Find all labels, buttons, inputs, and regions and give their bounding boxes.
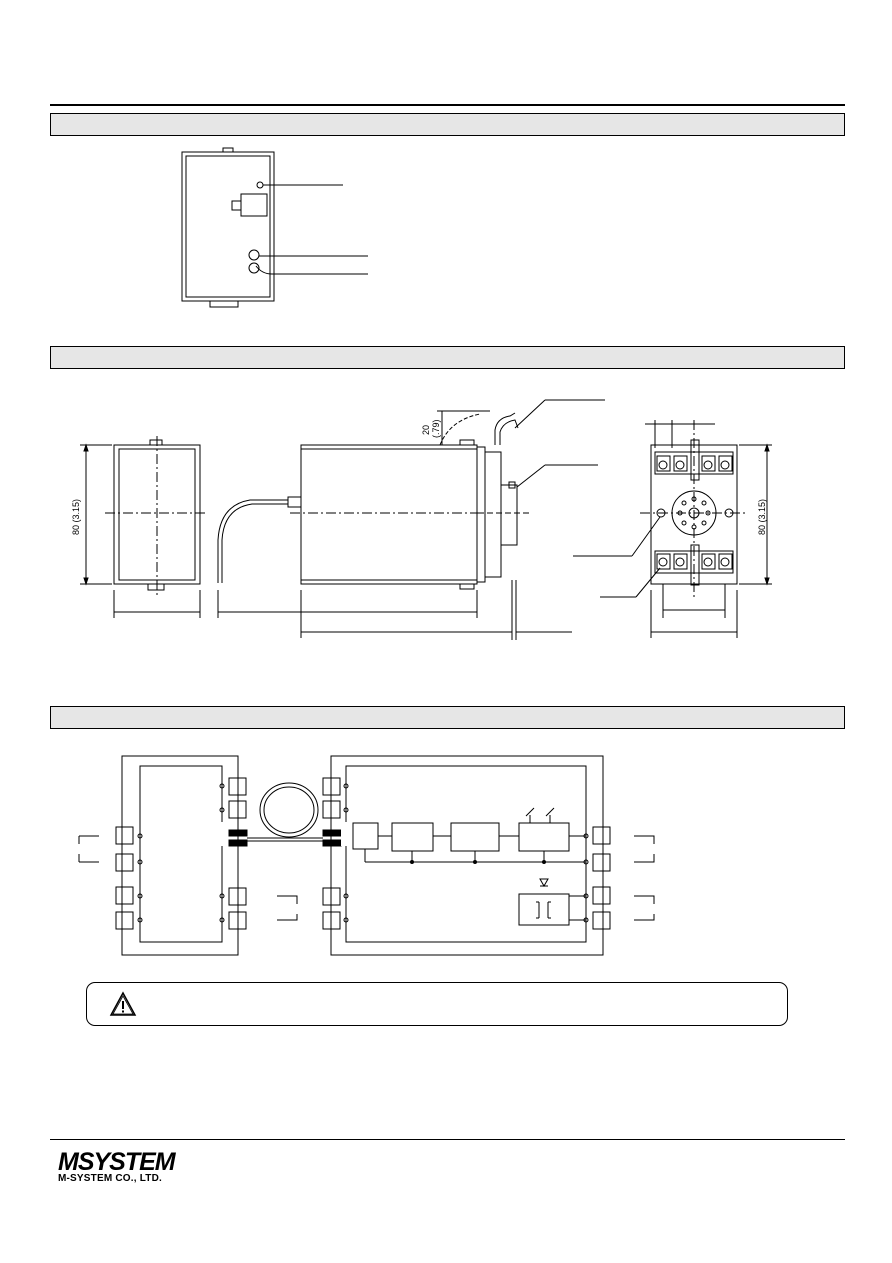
bottom-rule xyxy=(50,1139,845,1140)
m-system-logo: MSYSTEM xyxy=(58,1148,178,1176)
front-view-drawing xyxy=(181,147,368,308)
section-bar-block-diagram xyxy=(50,706,845,729)
block-diagram xyxy=(78,755,655,956)
left-terminals xyxy=(115,777,247,930)
dimension-drawing xyxy=(80,399,772,640)
clearance-dimension-mm: 20 xyxy=(421,425,431,435)
socket-terminals xyxy=(656,455,733,570)
section-bar-dimensions xyxy=(50,346,845,369)
warning-triangle-icon xyxy=(109,991,137,1016)
section-bar-front-view xyxy=(50,113,845,136)
height-dimension-left: 80 (3.15) xyxy=(71,499,81,535)
caution-box xyxy=(86,982,788,1026)
top-rule xyxy=(50,104,845,106)
clearance-dimension-in: (.79) xyxy=(431,419,441,438)
right-terminals xyxy=(322,777,611,930)
svg-text:MSYSTEM: MSYSTEM xyxy=(58,1148,177,1176)
company-name: M-SYSTEM CO., LTD. xyxy=(58,1173,162,1184)
height-dimension-right: 80 (3.15) xyxy=(757,499,767,535)
